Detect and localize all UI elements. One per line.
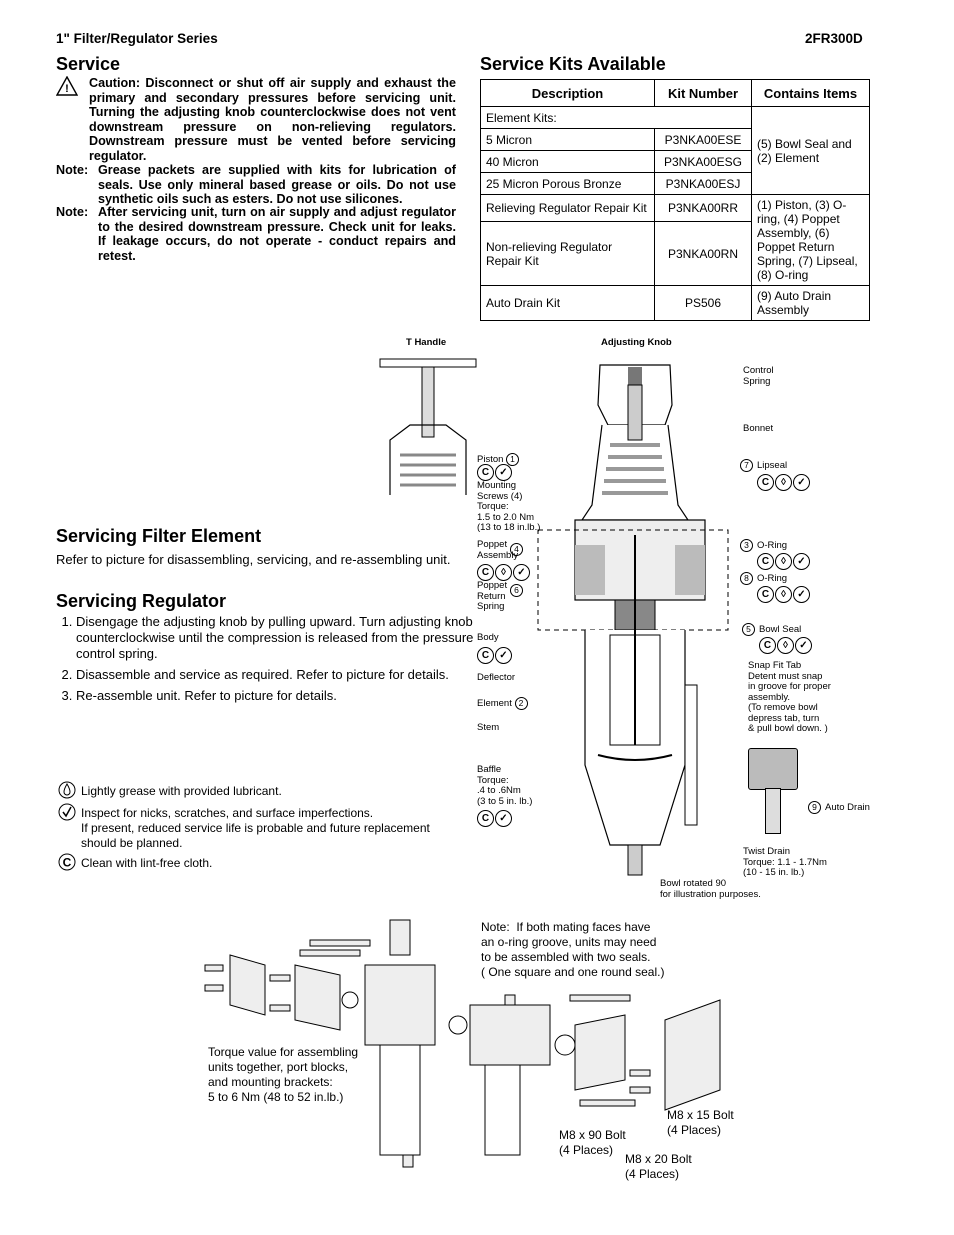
label-t-handle: T Handle — [406, 337, 447, 348]
caution-text: Caution: Disconnect or shut off air supp… — [89, 76, 456, 163]
body-symbols: C✓ — [477, 645, 513, 664]
table-row-kit: P3NKA00ESE — [654, 128, 752, 151]
label-deflector: Deflector — [477, 672, 516, 683]
baffle-symbols: C✓ — [477, 808, 513, 827]
series-title: 1" Filter/Regulator Series — [56, 31, 218, 46]
filter-element-text: Refer to picture for disassembling, serv… — [56, 552, 451, 567]
callout-2: 2 — [514, 697, 528, 710]
label-poppet-assembly: Poppet Assembly — [477, 539, 519, 561]
poppet-symbols: C◊✓ — [477, 562, 531, 581]
label-stem: Stem — [477, 722, 500, 733]
auto-drain-stem — [765, 788, 781, 834]
label-piston: Piston 1 — [477, 453, 523, 466]
callout-8: 8 — [740, 572, 753, 585]
table-row-desc: Relieving Regulator Repair Kit — [480, 193, 655, 223]
table-row-desc: 25 Micron Porous Bronze — [480, 172, 655, 195]
svg-text:C: C — [63, 856, 72, 870]
kits-title: Service Kits Available — [480, 54, 666, 74]
label-control-spring: Control Spring — [743, 365, 774, 387]
lipseal-symbols: C◊✓ — [757, 472, 811, 491]
legend-inspect: Inspect for nicks, scratches, and surfac… — [81, 806, 374, 820]
label-m8x20: M8 x 20 Bolt (4 Places) — [625, 1152, 692, 1181]
regulator-steps: Disengage the adjusting knob by pulling … — [56, 614, 476, 709]
col-kit-number: Kit Number — [654, 79, 752, 107]
label-body: Body — [477, 632, 499, 643]
element-kits-label: Element Kits: — [480, 106, 752, 129]
model-number: 2FR300D — [805, 31, 863, 46]
col-contains: Contains Items — [751, 79, 870, 107]
legend-inspect-detail: If present, reduced service life is prob… — [81, 821, 430, 850]
note2-label: Note: — [56, 205, 89, 219]
grease-icon — [58, 781, 76, 804]
callout-4: 4 — [510, 539, 527, 557]
label-m8x90: M8 x 90 Bolt (4 Places) — [559, 1128, 626, 1157]
callout-3: 3 — [740, 539, 753, 552]
oring8-symbols: C◊✓ — [757, 584, 811, 603]
callout-1: 1 — [506, 453, 520, 466]
label-mounting-screws: Mounting Screws (4) Torque: 1.5 to 2.0 N… — [477, 480, 541, 533]
inspect-icon — [58, 803, 76, 826]
note1-text: Grease packets are supplied with kits fo… — [98, 163, 456, 206]
table-row-kit: P3NKA00ESG — [654, 150, 752, 173]
contains-regulator: (1) Piston, (3) O-ring, (4) Poppet Assem… — [751, 194, 870, 286]
label-adjusting-knob: Adjusting Knob — [601, 337, 672, 348]
callout-7: 7 — [740, 459, 753, 472]
label-baffle: Baffle Torque: .4 to .6Nm (3 to 5 in. lb… — [477, 764, 533, 807]
table-row-kit: P3NKA00ESJ — [654, 172, 752, 195]
t-handle-drawing — [379, 358, 477, 495]
svg-text:!: ! — [65, 83, 69, 95]
contains-drain: (9) Auto Drain Assembly — [751, 285, 870, 321]
bowl-seal-symbols: C◊✓ — [759, 635, 813, 654]
filter-element-title: Servicing Filter Element — [56, 526, 262, 546]
list-item: Re-assemble unit. Refer to picture for d… — [76, 688, 476, 704]
legend-clean: Clean with lint-free cloth. — [81, 856, 213, 870]
label-bonnet: Bonnet — [743, 423, 774, 434]
regulator-cross-section — [379, 358, 767, 876]
service-title: Service — [56, 54, 121, 74]
assembly-exploded-view — [204, 919, 721, 1168]
table-row-desc: 5 Micron — [480, 128, 655, 151]
label-bowl-rotated: Bowl rotated 90 for illustration purpose… — [660, 878, 761, 900]
label-twist-drain: Twist Drain Torque: 1.1 - 1.7Nm (10 - 15… — [743, 846, 827, 878]
label-poppet-return: Poppet Return Spring — [477, 580, 508, 612]
assembly-torque: Torque value for assembling units togeth… — [208, 1045, 359, 1104]
col-description: Description — [480, 79, 655, 107]
auto-drain-drawing — [748, 748, 798, 790]
list-item: Disassemble and service as required. Ref… — [76, 667, 476, 683]
callout-5: 5 — [742, 623, 755, 636]
kits-table: Description Kit Number Contains Items El… — [480, 79, 870, 321]
label-element: Element 2 — [477, 697, 532, 710]
contains-element: (5) Bowl Seal and (2) Element — [751, 106, 870, 195]
caution-icon: ! — [55, 75, 79, 101]
callout-6: 6 — [510, 580, 527, 598]
table-row-kit: P3NKA00RN — [654, 221, 752, 286]
list-item: Disengage the adjusting knob by pulling … — [76, 614, 476, 662]
oring3-symbols: C◊✓ — [757, 551, 811, 570]
table-row-desc: 40 Micron — [480, 150, 655, 173]
assembly-note: Note: If both mating faces have an o-rin… — [481, 920, 665, 979]
legend-grease: Lightly grease with provided lubricant. — [81, 784, 282, 798]
piston-symbols: C✓ — [477, 462, 513, 481]
regulator-title: Servicing Regulator — [56, 591, 227, 611]
note1-label: Note: — [56, 163, 89, 177]
table-row-kit: P3NKA00RR — [654, 193, 752, 223]
clean-icon: C — [58, 853, 76, 876]
note2-text: After servicing unit, turn on air supply… — [98, 205, 456, 263]
label-snap-fit: Snap Fit Tab Detent must snap in groove … — [748, 660, 831, 734]
table-row-desc: Non-relieving Regulator Repair Kit — [480, 221, 655, 286]
table-row-kit: PS506 — [654, 285, 752, 321]
label-m8x15: M8 x 15 Bolt (4 Places) — [667, 1108, 734, 1137]
callout-9: 9 — [808, 801, 821, 814]
table-row-desc: Auto Drain Kit — [480, 285, 655, 321]
